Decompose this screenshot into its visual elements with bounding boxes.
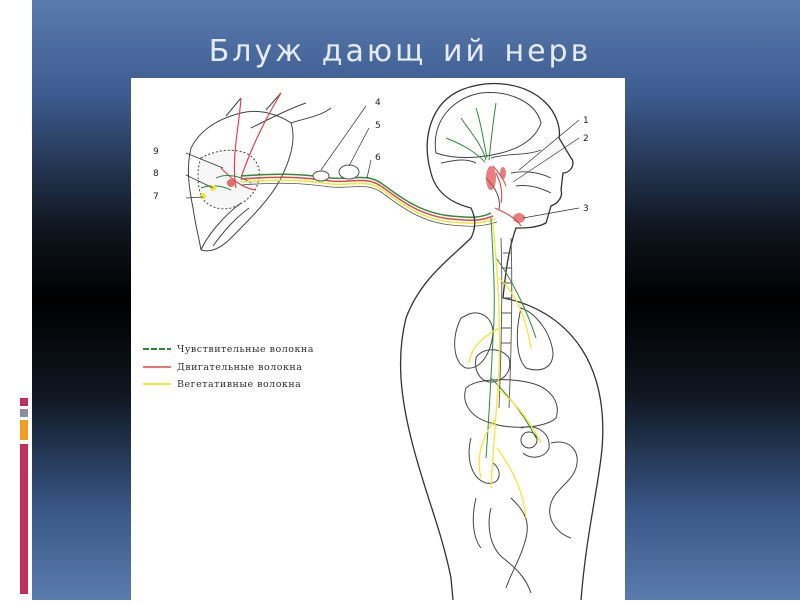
label-2: 2: [583, 134, 589, 144]
label-3: 3: [583, 204, 589, 214]
label-7: 7: [153, 192, 159, 202]
label-1: 1: [583, 116, 589, 126]
legend: Чувствительные волокна Двигательные воло…: [143, 344, 314, 390]
accent-square-gray: [20, 409, 28, 417]
accent-square-red: [20, 398, 28, 406]
label-4: 4: [375, 98, 381, 108]
vagus-nerve-diagram: 1 2 3 4 5 6 7 8 9 Чувствительные волокна…: [131, 78, 625, 600]
legend-label-sensory: Чувствительные волокна: [177, 344, 314, 355]
legend-label-autonomic: Вегетативные волокна: [177, 379, 301, 390]
legend-label-motor: Двигательные волокна: [177, 362, 302, 373]
label-9: 9: [153, 147, 159, 157]
brainstem-section: [188, 93, 331, 251]
label-5: 5: [375, 121, 381, 131]
label-8: 8: [153, 169, 159, 179]
accent-square-orange: [20, 420, 28, 440]
slide-title: Блуж дающ ий нерв: [0, 34, 800, 69]
accent-bar-pink: [20, 444, 28, 594]
label-6: 6: [375, 153, 381, 163]
body-outline: [401, 84, 603, 600]
